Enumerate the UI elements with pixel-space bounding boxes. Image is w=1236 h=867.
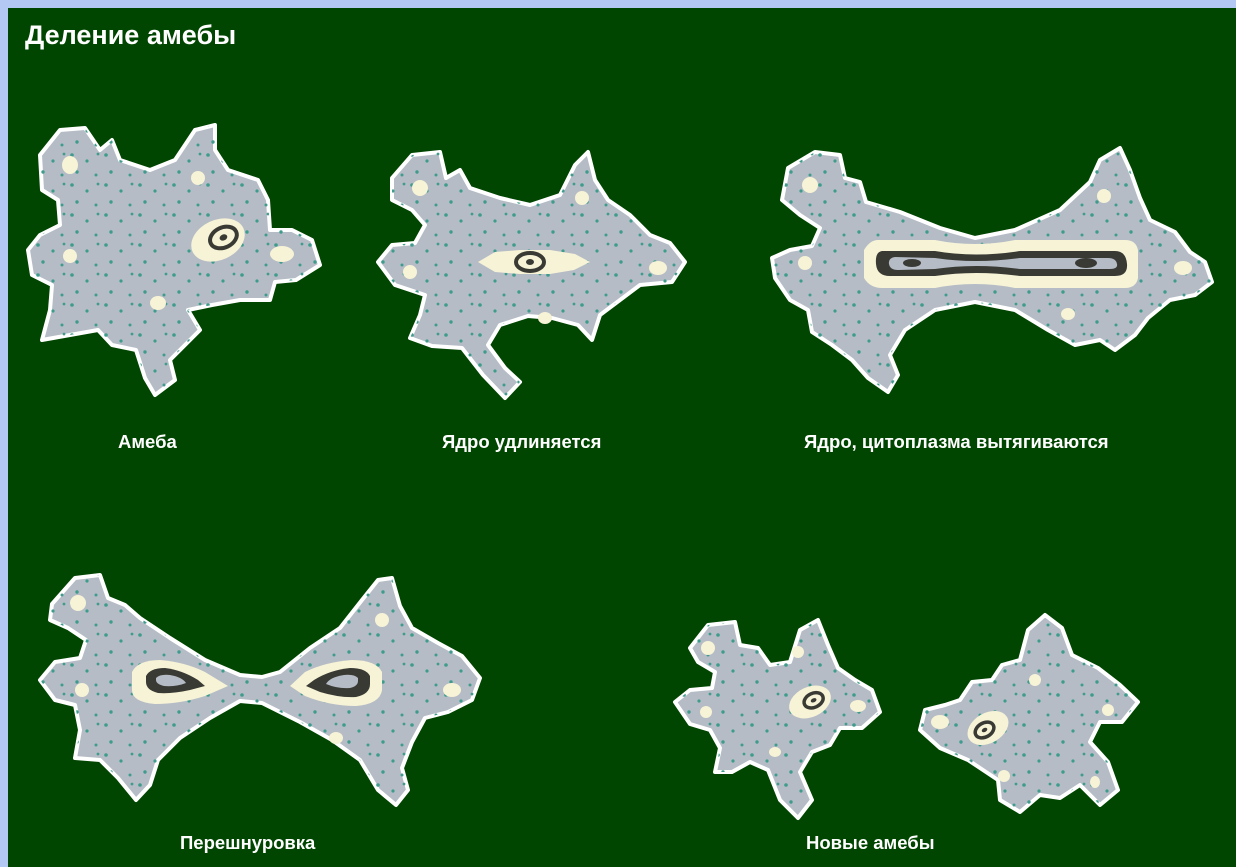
caption-amoeba: Амеба xyxy=(118,431,177,453)
caption-constriction: Перешнуровка xyxy=(180,832,315,854)
caption-nucleus-cytoplasm-stretch: Ядро, цитоплазма вытягиваются xyxy=(804,431,1109,453)
nucleus xyxy=(864,240,1138,288)
amoeba-stage-2 xyxy=(378,152,685,398)
caption-new-amoebae: Новые амебы xyxy=(806,832,935,854)
amoeba-stage-3 xyxy=(772,148,1212,392)
caption-nucleus-elongates: Ядро удлиняется xyxy=(442,431,601,453)
slide: Деление амебы xyxy=(8,8,1236,867)
amoeba-stage-5b xyxy=(920,615,1138,812)
amoeba-stage-1 xyxy=(28,125,320,395)
amoeba-stage-4 xyxy=(40,575,480,805)
amoeba-stage-5a xyxy=(675,620,880,818)
